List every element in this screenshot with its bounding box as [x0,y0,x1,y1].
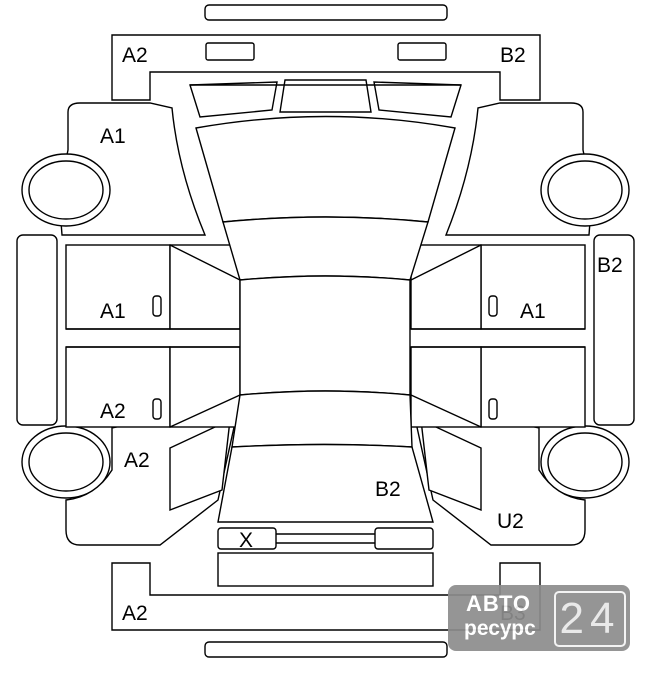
label-fender-front-left: A1 [100,125,126,148]
front-fog-lamp-right[interactable] [397,42,447,61]
label-front-bumper-right: B2 [500,44,526,67]
quarter-window-left[interactable] [169,418,231,512]
watermark-number: 24 [554,591,626,647]
rear-lamp-left[interactable] [217,527,277,550]
rear-lamp-right[interactable] [374,527,434,550]
watermark-logo: АВТО ресурс 24 [448,585,630,651]
wheel-front-right[interactable] [540,153,630,227]
door-handle-front-right [488,295,498,317]
wheel-rear-right[interactable] [540,425,630,499]
label-rear-bumper-left: A2 [122,602,148,625]
headlight-right[interactable] [373,81,462,118]
label-door-front-right: A1 [520,300,546,323]
door-rear-right-window[interactable] [410,346,482,428]
door-rear-right[interactable] [480,346,586,428]
wheel-front-left[interactable] [21,153,111,227]
door-rear-left-window[interactable] [169,346,241,428]
rocker-panel-right[interactable] [593,234,635,426]
windshield[interactable] [222,216,429,281]
rear-window[interactable] [231,390,413,448]
door-handle-rear-right [488,398,498,420]
watermark-word-bottom: ресурс [464,617,536,640]
label-door-front-left: A1 [100,300,126,323]
quarter-window-right[interactable] [420,418,482,512]
door-front-right-window[interactable] [410,244,482,330]
grille[interactable] [279,79,372,113]
door-front-right[interactable] [480,244,586,330]
rocker-panel-left[interactable] [16,234,58,426]
front-bumper-bar[interactable] [204,4,448,21]
door-handle-front-left [152,295,162,317]
roof[interactable] [239,275,411,396]
watermark-word-top: АВТО [466,591,531,616]
door-handle-rear-left [152,398,162,420]
label-quarter-left: A2 [124,449,150,472]
tailgate[interactable] [217,443,434,523]
label-rocker-right: B2 [597,254,623,277]
rear-bumper-bar[interactable] [204,641,448,658]
label-rear-plate: X [239,529,253,552]
label-front-bumper-left: A2 [122,44,148,67]
label-door-rear-left: A2 [100,400,126,423]
door-front-left-window[interactable] [169,244,241,330]
rear-bumper[interactable] [111,562,541,631]
rear-panel[interactable] [217,552,434,587]
label-tailgate: B2 [375,478,401,501]
label-quarter-right: U2 [497,510,524,533]
front-fog-lamp-left[interactable] [205,42,255,61]
headlight-left[interactable] [189,81,278,118]
door-front-left[interactable] [65,244,171,330]
hood[interactable] [195,115,456,223]
